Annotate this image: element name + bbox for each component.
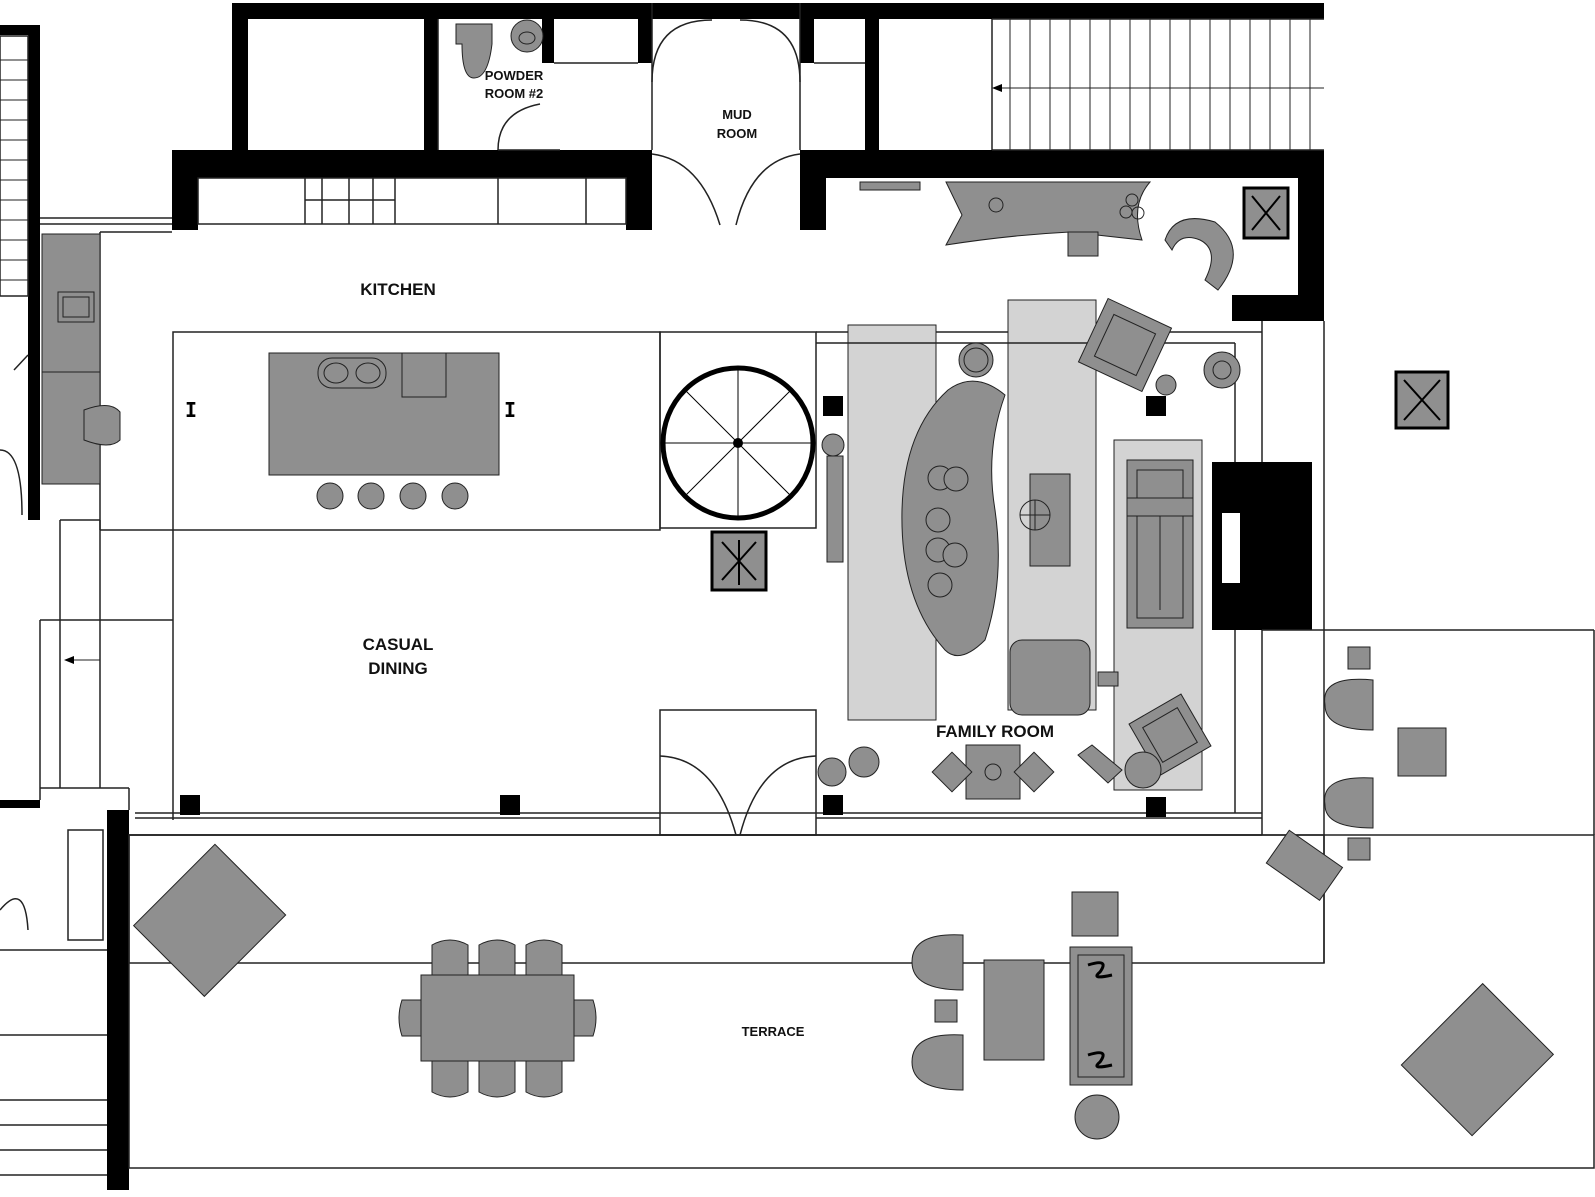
dining-table [420, 974, 575, 1062]
console-table [826, 455, 844, 563]
coffee-table [1029, 473, 1071, 567]
bar-stool [441, 482, 469, 510]
terrace-chair [911, 1034, 964, 1091]
sofa-cushion [943, 466, 969, 492]
armchair [1077, 297, 1173, 393]
speaker-icon [500, 795, 520, 815]
pendant-marker-icon: I [185, 398, 197, 422]
side-table [1071, 891, 1119, 937]
lounge-chair [1077, 744, 1123, 784]
fireplace-opening [1222, 513, 1240, 583]
sofa-cushion [942, 542, 968, 568]
planter-icon [1394, 370, 1450, 430]
desk-item [1125, 193, 1139, 207]
mud-room-label-1: MUD [722, 107, 752, 122]
island-prep-area [401, 352, 447, 398]
terrace-lounger [1400, 982, 1555, 1137]
game-table [965, 744, 1021, 800]
desk-item [1131, 206, 1145, 220]
bar-stool [316, 482, 344, 510]
planter-icon [710, 530, 768, 592]
sofa-cushion [927, 572, 953, 598]
cooktop-inner [62, 296, 90, 318]
game-chair [1013, 751, 1055, 793]
side-table [1347, 837, 1371, 861]
daybed-inner [1136, 469, 1184, 619]
pendant-marker-icon: I [504, 398, 516, 422]
floor-lamp-icon [1203, 351, 1241, 389]
doors [0, 19, 817, 931]
mud-room-label-2: ROOM [717, 126, 757, 141]
spiral-stair-center [733, 438, 743, 448]
casual-dining-label-2: DINING [368, 659, 428, 678]
casual-dining-label-1: CASUAL [363, 635, 434, 654]
speaker-icon [823, 396, 843, 416]
stair-treads [0, 19, 1324, 661]
sink-bowl [323, 362, 349, 384]
pillow-icon [1087, 1051, 1113, 1069]
pillow-icon [1087, 961, 1113, 979]
game-chair [931, 751, 973, 793]
side-table [1347, 646, 1371, 670]
spiral-stair-icon [660, 365, 816, 521]
chaise-lounge [1265, 829, 1344, 902]
side-table [1155, 374, 1177, 396]
terrace-chair [1324, 678, 1374, 731]
shelf [859, 181, 921, 191]
round-side-table [1074, 1094, 1120, 1140]
speaker-icon [1146, 396, 1166, 416]
floor-lamp-icon [1124, 751, 1162, 789]
family-room-label: FAMILY ROOM [936, 722, 1054, 741]
toilet-icon [455, 23, 493, 79]
powder-room-label-2: ROOM #2 [485, 86, 544, 101]
planter-icon [1242, 186, 1290, 240]
side-table [1097, 671, 1119, 687]
lounge-chair [1164, 218, 1234, 291]
walls [0, 3, 1324, 1190]
plant-pot-icon [817, 757, 847, 787]
sofa-cushion [925, 507, 951, 533]
kitchen-label: KITCHEN [360, 280, 436, 299]
stair-arrow [64, 656, 74, 664]
desk [945, 181, 1152, 246]
terrace-chair [911, 934, 964, 991]
plant-pot-icon [848, 746, 880, 778]
terrace-coffee-table [983, 959, 1045, 1061]
speaker-icon [180, 795, 200, 815]
side-table [934, 999, 958, 1023]
terrace-side-table [1397, 727, 1447, 777]
bar-stool [399, 482, 427, 510]
daybed-pillow [1126, 497, 1194, 517]
terrace-lounger [132, 843, 287, 998]
sink-icon [510, 19, 544, 53]
speaker-icon [1146, 797, 1166, 817]
side-counter [41, 233, 101, 485]
bar-stool [357, 482, 385, 510]
island-sink-icon [317, 357, 387, 389]
counter-chair [83, 405, 121, 446]
terrace-sofa-seat [1077, 954, 1125, 1078]
ottoman [1009, 639, 1091, 716]
speaker-icon [823, 795, 843, 815]
sink-basin [518, 31, 536, 45]
dining-chairs [398, 939, 597, 1098]
desk-chair [1067, 231, 1099, 257]
stair-arrow [992, 84, 1002, 92]
terrace-chair [1324, 777, 1374, 829]
side-table-ring [963, 347, 989, 373]
terrace-label: TERRACE [742, 1024, 805, 1039]
powder-room-label-1: POWDER [485, 68, 544, 83]
floor-lamp-ring [1212, 360, 1232, 380]
desk-lamp-icon [988, 197, 1004, 213]
sink-bowl [355, 362, 381, 384]
game-table-center [984, 763, 1002, 781]
floor-lamp-icon [821, 433, 845, 457]
plan-lines [0, 3, 1595, 1176]
